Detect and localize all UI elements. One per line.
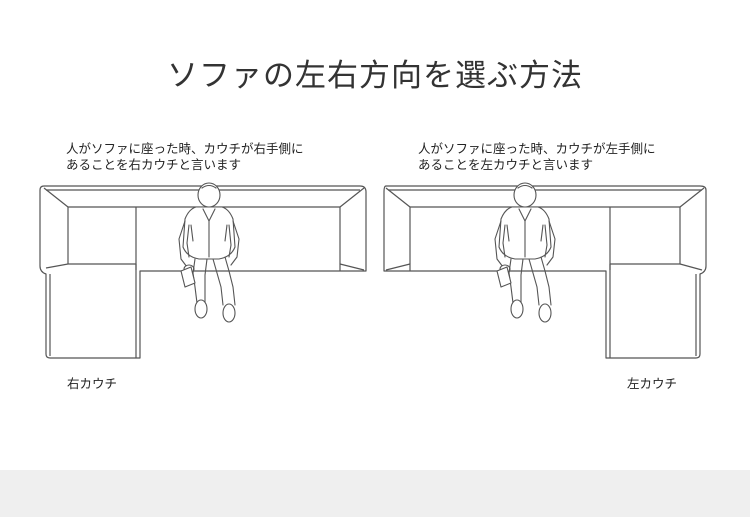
seated-person-left bbox=[178, 182, 240, 323]
description-line: あることを右カウチと言います bbox=[66, 157, 242, 172]
description-line: 人がソファに座った時、カウチが右手側に bbox=[66, 141, 304, 156]
description-line: 人がソファに座った時、カウチが左手側に bbox=[418, 141, 656, 156]
left-chaise-description: 人がソファに座った時、カウチが左手側に あることを左カウチと言います bbox=[418, 141, 656, 173]
sofa-diagram bbox=[39, 182, 707, 359]
description-line: あることを左カウチと言います bbox=[418, 157, 594, 172]
page-title: ソファの左右方向を選ぶ方法 bbox=[167, 58, 583, 94]
footer-band bbox=[0, 470, 750, 517]
left-chaise-sofa bbox=[383, 185, 707, 359]
seated-person-right bbox=[494, 182, 556, 323]
right-chaise-description: 人がソファに座った時、カウチが右手側に あることを右カウチと言います bbox=[66, 141, 304, 173]
right-chaise-label: 右カウチ bbox=[67, 376, 118, 391]
left-chaise-label: 左カウチ bbox=[627, 376, 678, 391]
